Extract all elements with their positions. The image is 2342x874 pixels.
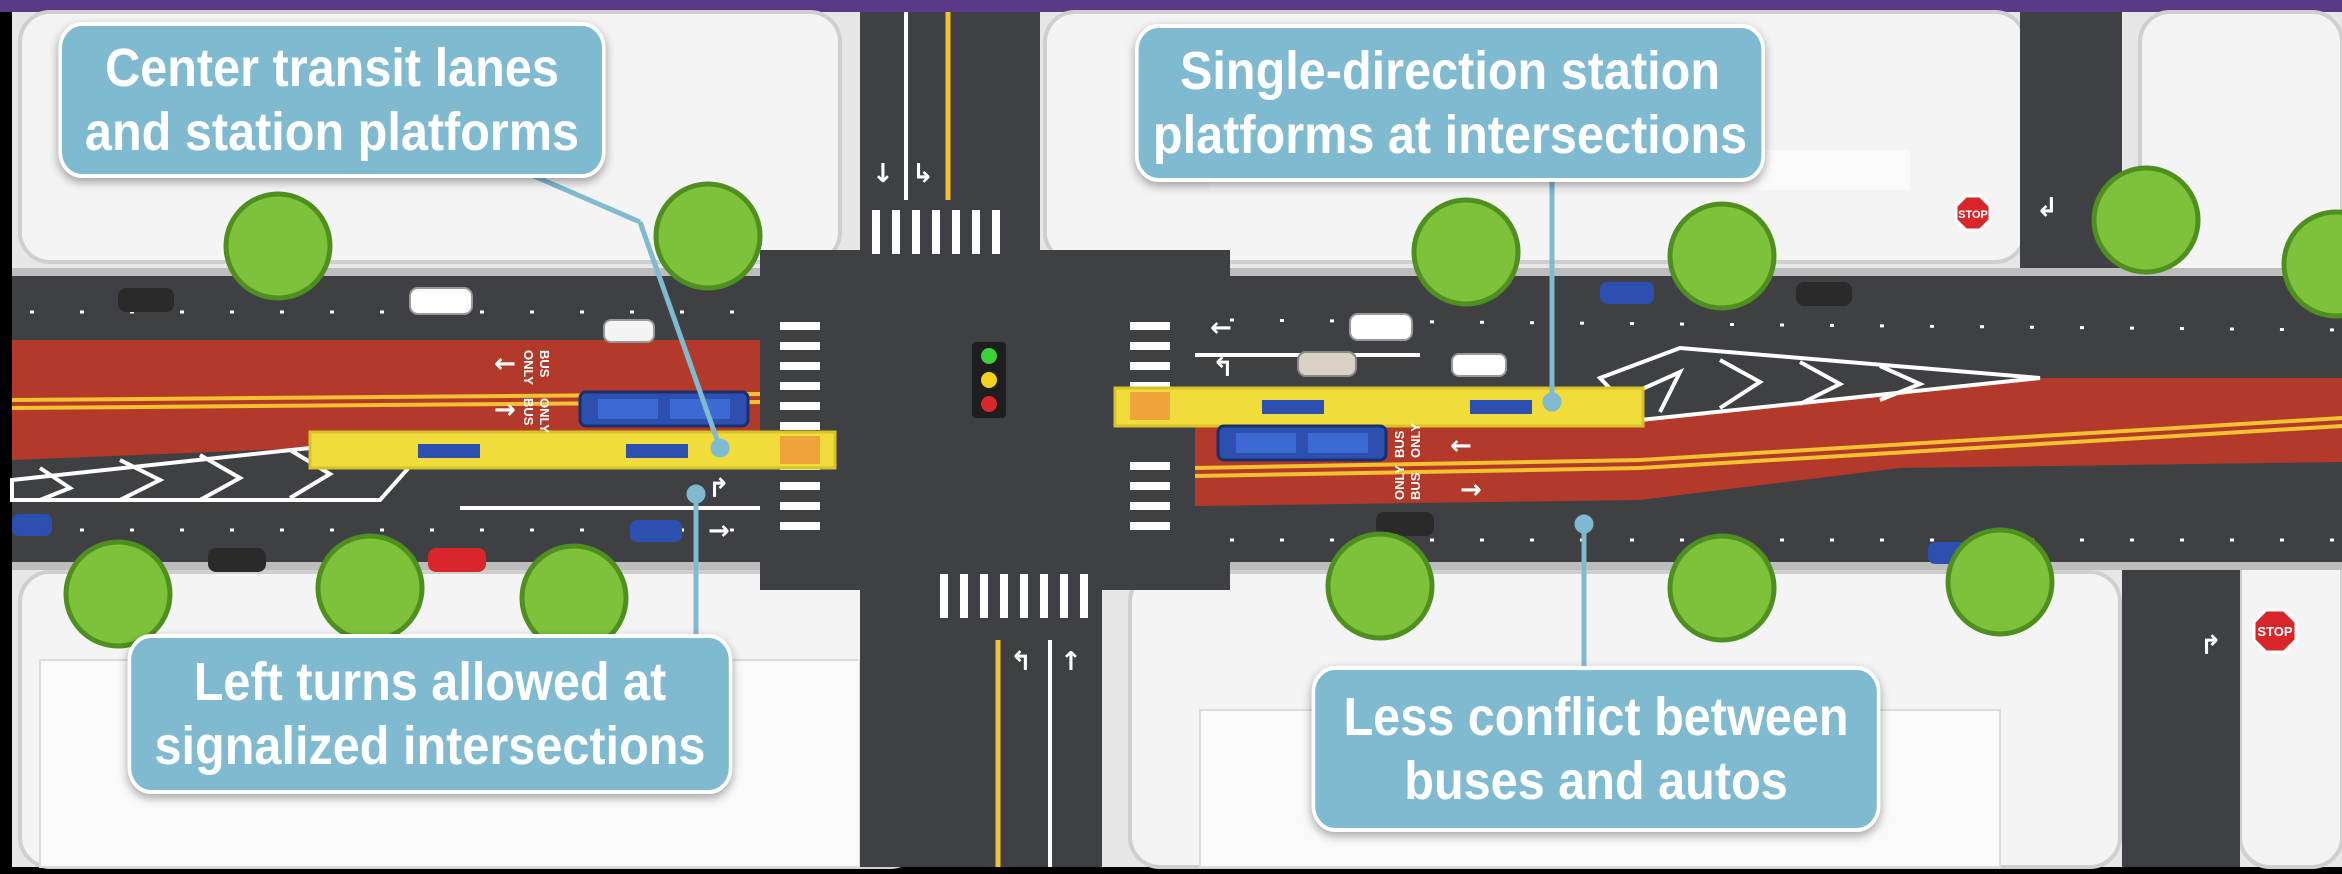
car-icon (1297, 351, 1357, 377)
stop-sign-icon: STOP (2252, 608, 2298, 654)
cars (12, 282, 1968, 572)
car-icon (630, 520, 682, 542)
arrow-icon: ↳ (912, 159, 934, 189)
header-bar (0, 0, 2342, 12)
transit-lanes (11, 340, 2342, 506)
callout-less-conflict-line-1: Less conflict between (1343, 687, 1849, 747)
traffic-signal-icon (972, 342, 1006, 418)
tree-icon (2091, 165, 2201, 275)
callout-left-turns: Left turns allowed at signalized interse… (127, 634, 733, 794)
lane-arrows: ← → ↱ → ↓ ↳ ↰ ↑ ← ↰ ← → ↲ ↱ (494, 159, 2222, 677)
car-icon (603, 319, 655, 343)
car-icon (1349, 313, 1413, 341)
arrow-icon: ← (494, 349, 516, 379)
arrow-icon: → (708, 516, 730, 546)
stop-sign-label: STOP (2257, 624, 2292, 639)
car-icon (12, 514, 52, 536)
tree-icon (1667, 201, 1777, 311)
bus-icon (1216, 424, 1388, 462)
signal-light-yellow (981, 372, 997, 388)
arrow-icon: ↱ (708, 474, 730, 504)
tree-icon (1325, 531, 1435, 641)
car-icon (208, 548, 266, 572)
callout-single-direction-line-2: platforms at intersections (1152, 105, 1748, 165)
callout-leaders (519, 167, 1594, 666)
crosswalks (780, 210, 1170, 618)
bus-only-text-only: ONLY (537, 398, 552, 433)
tree-icon (223, 191, 333, 301)
callout-left-turns-line-1: Left turns allowed at (193, 652, 667, 712)
car-icon (409, 287, 473, 315)
bus-only-markings: BUS ONLY ONLY BUS BUS ONLY ONLY BUS (521, 350, 1423, 500)
tree-icon (1411, 197, 1521, 307)
platform-east (1113, 386, 1645, 428)
bus-only-text-only: ONLY (1408, 423, 1423, 458)
signal-light-green (981, 348, 997, 364)
car-icon (1451, 353, 1507, 377)
arrow-icon: → (494, 395, 516, 425)
tree-icon (1945, 527, 2055, 637)
tree-icon (63, 539, 173, 649)
arrow-icon: ↲ (2036, 193, 2058, 223)
car-icon (428, 548, 486, 572)
tree-icon (653, 181, 763, 291)
arrow-icon: ↰ (1010, 647, 1032, 677)
car-icon (1376, 512, 1434, 536)
arrow-icon: ← (1450, 431, 1472, 461)
callout-left-turns-line-2: signalized intersections (154, 716, 706, 776)
callout-single-direction-line-1: Single-direction station (1179, 41, 1721, 101)
bus-only-text-bus: BUS (1392, 430, 1407, 458)
callout-center-transit-lanes: Center transit lanes and station platfor… (58, 22, 606, 178)
stop-sign-icon: STOP (1954, 194, 1992, 232)
car-icon (1600, 282, 1654, 304)
callout-single-direction-platforms: Single-direction station platforms at in… (1135, 24, 1765, 182)
car-icon (1796, 282, 1852, 306)
arrow-icon: ↓ (872, 159, 894, 189)
bus-only-text-bus: BUS (1408, 472, 1423, 500)
callout-center-transit-line-2: and station platforms (84, 102, 580, 162)
callout-less-conflict: Less conflict between buses and autos (1311, 666, 1881, 832)
platform-west (308, 430, 837, 470)
tree-icon (2281, 209, 2342, 319)
bus-only-text-bus: BUS (537, 350, 552, 378)
car-icon (118, 288, 174, 312)
tree-icon (1667, 533, 1777, 643)
bus-icon (578, 390, 750, 428)
stop-sign-label: STOP (1958, 209, 1988, 221)
arrow-icon: ↰ (1212, 353, 1234, 383)
arrow-icon: ← (1210, 313, 1232, 343)
signal-light-red (981, 396, 997, 412)
bus-only-text-only: ONLY (521, 350, 536, 385)
tree-icon (315, 533, 425, 643)
bus-only-text-bus: BUS (521, 398, 536, 426)
trees (63, 165, 2342, 653)
arrow-icon: ↑ (1060, 647, 1082, 677)
arrow-icon: ↱ (2200, 631, 2222, 661)
bus-only-text-only: ONLY (1392, 465, 1407, 500)
callout-center-transit-line-1: Center transit lanes (105, 38, 559, 98)
callout-less-conflict-line-2: buses and autos (1404, 751, 1788, 811)
arrow-icon: → (1460, 475, 1482, 505)
